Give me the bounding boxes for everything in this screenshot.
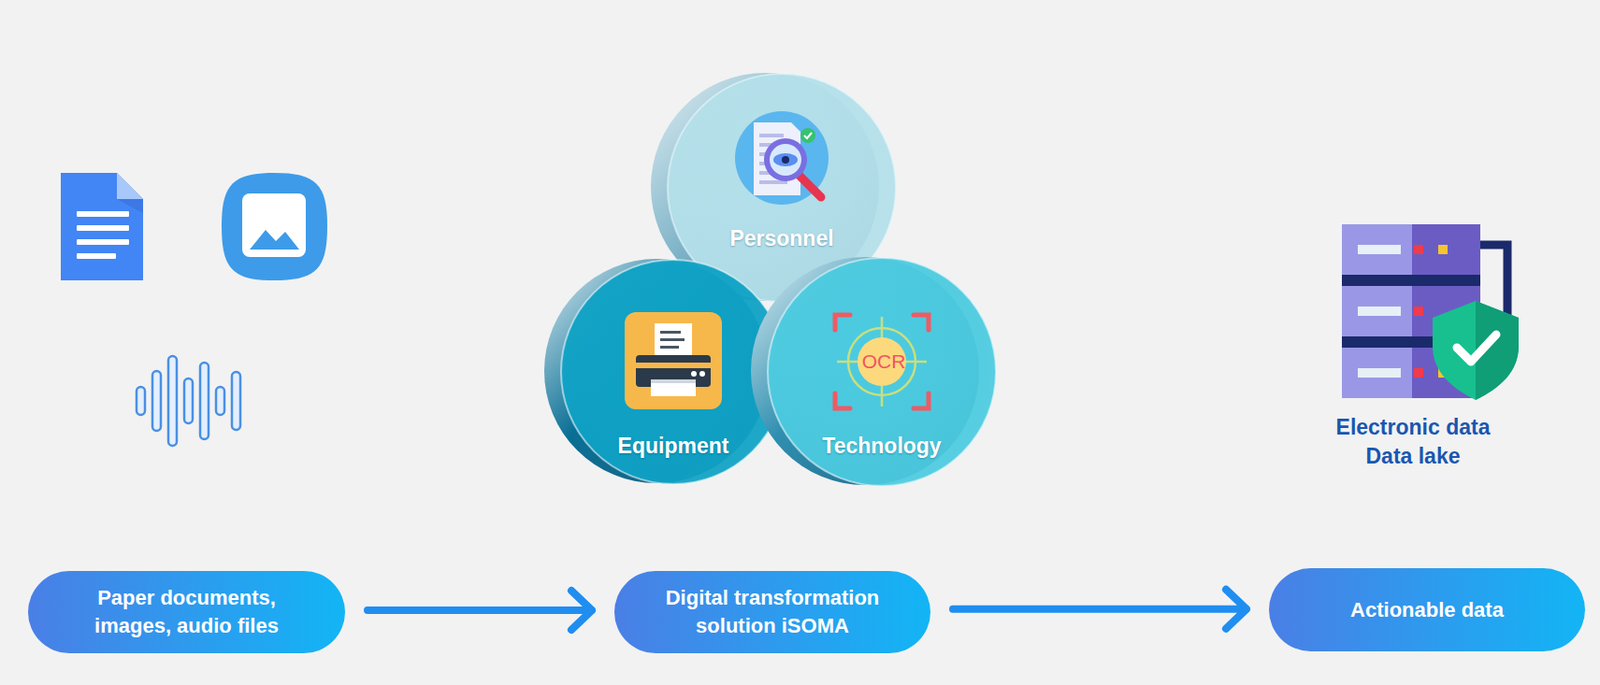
stage-pill: Actionable data xyxy=(1268,568,1586,652)
circle-label: Equipment xyxy=(618,433,730,460)
stage-label: Actionable data xyxy=(1350,596,1504,625)
flow-arrow xyxy=(952,590,1247,630)
stage-label: Paper documents, images, audio files xyxy=(76,584,297,641)
circle-label: Personnel xyxy=(729,226,834,252)
arrow-line xyxy=(952,590,1247,630)
stage-label: Digital transformation solution iSOMA xyxy=(647,584,898,641)
icon-text: OCR xyxy=(862,350,907,374)
document-icon xyxy=(60,172,144,281)
arrow-line xyxy=(367,590,592,631)
flow-arrow xyxy=(367,590,592,631)
storage-label: Data lake xyxy=(1365,444,1460,470)
stage-pill: Digital transformation solution iSOMA xyxy=(614,571,931,654)
server-icon xyxy=(1341,224,1519,401)
circle-label: Technology xyxy=(821,433,941,460)
storage-label: Electronic data xyxy=(1336,415,1491,441)
stage-pill: Paper documents, images, audio files xyxy=(28,571,346,654)
audio-waveform xyxy=(136,356,241,447)
image-icon xyxy=(221,172,328,281)
